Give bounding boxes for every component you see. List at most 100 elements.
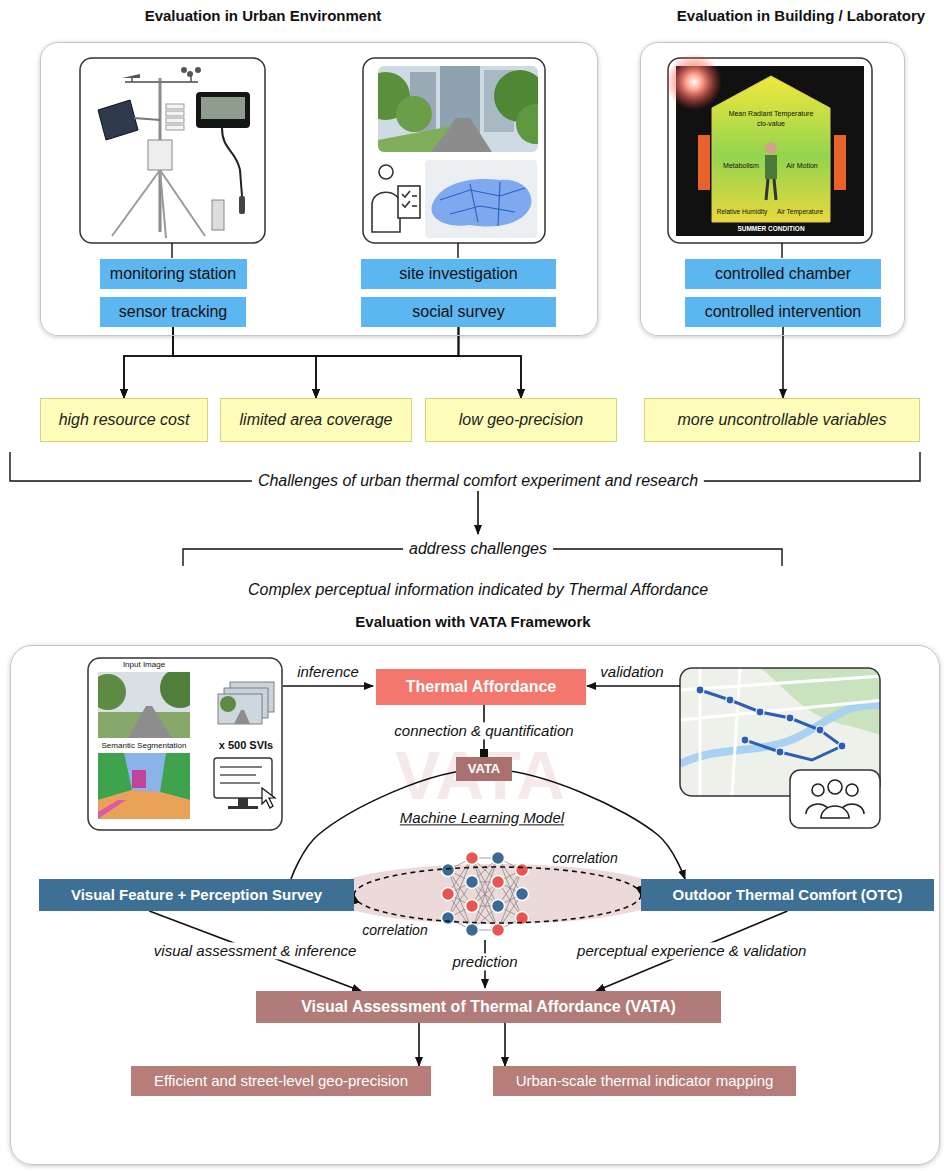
climate-chamber-illustration <box>774 179 776 200</box>
route-map-illustration <box>776 748 784 756</box>
survey-person-icon <box>372 165 420 232</box>
method-box: site investigation <box>361 259 556 289</box>
image-caption: Input Image <box>123 660 165 669</box>
frame-link-line <box>457 243 458 258</box>
connector-arrow <box>316 327 459 398</box>
route-map-illustration <box>726 696 734 704</box>
svi-illustration <box>218 694 262 724</box>
connector-arrow <box>504 1023 506 1066</box>
svi-illustration <box>262 788 275 808</box>
survey-person-icon <box>372 192 400 232</box>
route-map-illustration <box>741 736 749 744</box>
svi-illustration <box>160 753 190 800</box>
weather-station-icon <box>160 170 205 236</box>
chamber-label: Relative Humidity <box>717 208 768 215</box>
connector-arrow <box>459 327 522 398</box>
neural-network-icon <box>492 900 505 913</box>
survey-person-icon <box>412 195 417 197</box>
climate-chamber-illustration <box>666 54 864 236</box>
neural-network-icon <box>442 912 455 925</box>
frame-link-line <box>781 243 782 258</box>
box-label: Visual Feature + Perception Survey <box>71 886 322 904</box>
method-box: monitoring station <box>100 259 247 289</box>
street-photo <box>378 66 538 152</box>
neural-network-icon <box>466 876 479 889</box>
route-map-illustration <box>786 714 794 722</box>
urban-panel: Evaluation in Urban Environmentmonitorin… <box>40 42 598 336</box>
bracket-label: address challenges <box>403 540 553 558</box>
box-label: site investigation <box>399 264 517 283</box>
arrow-label: prediction <box>446 953 523 970</box>
panel-heading: Evaluation in Building / Laboratory <box>677 7 925 25</box>
route-map-illustration <box>816 726 824 734</box>
city-map-graphic <box>440 182 525 226</box>
weather-station-icon <box>222 128 242 196</box>
weather-station-icon <box>134 118 160 120</box>
weather-station-icon <box>166 104 184 109</box>
method-box: sensor tracking <box>100 297 246 327</box>
connector-end-square <box>480 749 488 757</box>
address-bracket <box>183 549 782 566</box>
climate-chamber-illustration <box>834 135 846 190</box>
chamber-label: Mean Radiant Temperature <box>729 110 814 118</box>
prediction-arrow <box>484 940 486 988</box>
panel-heading: Evaluation in Urban Environment <box>145 7 382 25</box>
city-map-graphic <box>425 160 537 238</box>
box-label: Efficient and street-level geo-precision <box>154 1072 408 1090</box>
connector-label: correlation <box>357 922 432 938</box>
box-label: Urban-scale thermal indicator mapping <box>516 1072 774 1090</box>
box-label: Thermal Affordance <box>406 677 557 696</box>
weather-station-icon <box>187 71 193 77</box>
weather-station-icon <box>196 92 250 128</box>
box-label: monitoring station <box>110 264 236 283</box>
svi-illustration <box>88 658 282 830</box>
weather-station-icon <box>166 111 184 116</box>
image-caption: x 500 SVIs <box>219 739 273 752</box>
chamber-label: Air Motion <box>786 162 818 170</box>
address-bracket <box>183 549 782 566</box>
neural-network-icon <box>466 900 479 913</box>
challenge-box: more uncontrollable variables <box>644 398 920 442</box>
svi-illustration <box>220 766 262 767</box>
dashed-connector <box>354 895 641 923</box>
box-label: more uncontrollable variables <box>678 410 887 429</box>
connector-label: correlation <box>547 850 622 866</box>
box-label: social survey <box>412 302 504 321</box>
validation-arrow <box>587 685 680 687</box>
chamber-label: Air Temperature <box>777 208 823 215</box>
svi-illustration <box>238 798 248 806</box>
connector-arrow <box>124 327 173 398</box>
method-box: controlled intervention <box>685 297 881 327</box>
svi-illustration <box>220 782 260 783</box>
route-map-illustration <box>821 806 849 818</box>
box-label: limited area coverage <box>240 410 393 429</box>
outcome-box: Urban-scale thermal indicator mapping <box>493 1066 796 1096</box>
svi-illustration <box>220 774 256 775</box>
input-box: Visual Feature + Perception Survey <box>39 879 354 911</box>
challenge-bracket <box>10 452 920 481</box>
svi-illustration <box>228 806 258 809</box>
output-box: Outdoor Thermal Comfort (OTC) <box>641 879 934 911</box>
neural-network-icon <box>442 852 529 937</box>
route-map-illustration <box>846 784 858 796</box>
image-caption: Semantic Segmentation <box>102 741 187 750</box>
climate-chamber-illustration <box>698 135 710 190</box>
image-frame <box>80 58 265 243</box>
route-map-illustration <box>680 705 880 764</box>
frame-link-line <box>171 243 172 258</box>
weather-station-icon <box>148 140 172 170</box>
svi-illustration <box>88 658 282 830</box>
weather-station-icon <box>195 67 201 73</box>
method-box: controlled chamber <box>685 259 881 289</box>
weather-station-icon <box>166 125 184 130</box>
challenge-box: high resource cost <box>40 398 208 442</box>
svi-illustration <box>220 696 236 712</box>
box-label: sensor tracking <box>119 302 228 321</box>
panel-heading: Evaluation with VATA Framework <box>355 613 590 631</box>
weather-station-icon <box>181 67 187 73</box>
weather-station-icon <box>201 97 245 119</box>
svi-illustration <box>132 770 146 788</box>
outcome-box: Efficient and street-level geo-precision <box>131 1066 431 1096</box>
route-map-illustration <box>828 780 842 794</box>
